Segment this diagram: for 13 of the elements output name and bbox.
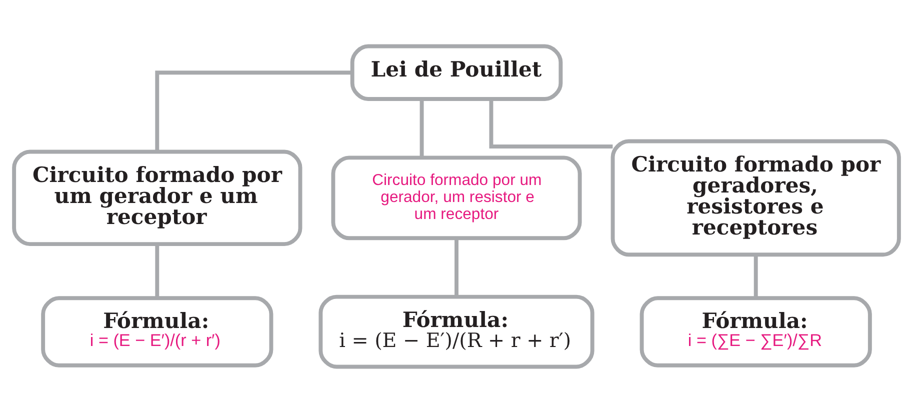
connector xyxy=(489,98,613,148)
node-box: Circuito formado por um gerador, um resistor e um receptor xyxy=(331,155,582,240)
node-box: Circuito formado por geradores, resistores e receptores xyxy=(610,138,901,256)
node-box: Fórmula: i = (E − E′)/(r + r′) xyxy=(41,296,274,367)
node-box: Circuito formado por um gerador e um receptor xyxy=(12,149,302,246)
connector xyxy=(454,238,458,296)
connector xyxy=(155,70,352,152)
connector xyxy=(754,254,758,298)
node-box: Fórmula: i = (∑E − ∑E′)/∑R xyxy=(640,296,872,367)
node-box: Fórmula: i = (E − E′)/(R + r + r′) xyxy=(318,294,594,368)
node-box: Lei de Pouillet xyxy=(350,44,563,100)
connector xyxy=(420,98,424,158)
connector xyxy=(155,244,160,298)
